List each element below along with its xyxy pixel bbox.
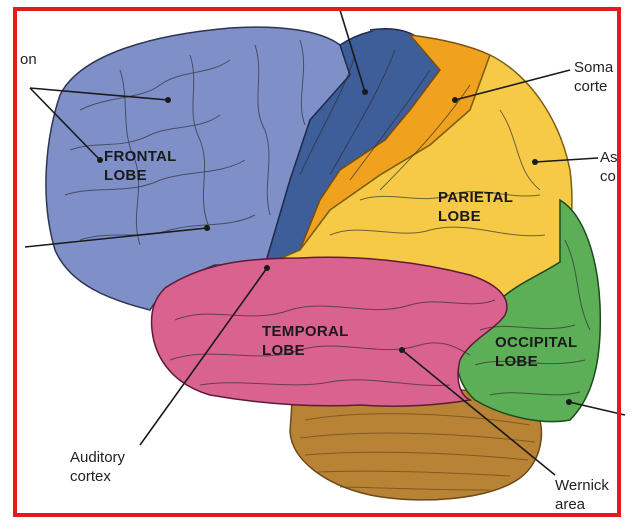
assoc-line1: As: [600, 148, 618, 167]
assoc-line2: co: [600, 167, 618, 186]
somatic-cortex-callout: Soma corte: [574, 58, 613, 96]
occipital-lobe-line2: LOBE: [495, 352, 577, 371]
occipital-lobe-label: OCCIPITAL LOBE: [495, 333, 577, 371]
auditory-line2: cortex: [70, 467, 125, 486]
parietal-lobe-line2: LOBE: [438, 207, 513, 226]
somatic-line1: Soma: [574, 58, 613, 77]
wernicke-area-callout: Wernick area: [555, 476, 609, 514]
temporal-lobe-line2: LOBE: [262, 341, 349, 360]
auditory-cortex-callout: Auditory cortex: [70, 448, 125, 486]
wernicke-line1: Wernick: [555, 476, 609, 495]
frontal-lobe-label: FRONTAL LOBE: [104, 147, 177, 185]
parietal-lobe-label: PARIETAL LOBE: [438, 188, 513, 226]
wernicke-line2: area: [555, 495, 609, 514]
somatic-line2: corte: [574, 77, 613, 96]
frontal-lobe-line2: LOBE: [104, 166, 177, 185]
parietal-lobe-line1: PARIETAL: [438, 188, 513, 207]
association-cortex-callout: As co: [600, 148, 618, 186]
occipital-lobe-line1: OCCIPITAL: [495, 333, 577, 352]
temporal-lobe-label: TEMPORAL LOBE: [262, 322, 349, 360]
auditory-line1: Auditory: [70, 448, 125, 467]
top-left-callout: on: [20, 50, 37, 69]
frontal-lobe-line1: FRONTAL: [104, 147, 177, 166]
temporal-lobe-line1: TEMPORAL: [262, 322, 349, 341]
